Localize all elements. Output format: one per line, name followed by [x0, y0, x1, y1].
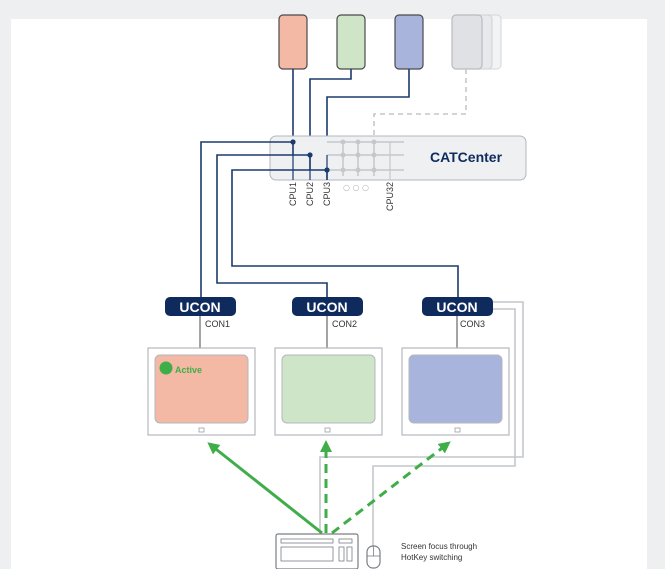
catcenter-switch: CATCenter — [269, 135, 527, 181]
caption-line-1: Screen focus through — [401, 542, 477, 551]
con-label-3: CON3 — [460, 319, 485, 329]
ucon-label-1: UCON — [179, 299, 220, 315]
monitor-3 — [401, 347, 510, 436]
con-label-2: CON2 — [332, 319, 357, 329]
ucon-label-3: UCON — [436, 299, 477, 315]
con-label-1: CON1 — [205, 319, 230, 329]
switch-name: CATCenter — [430, 149, 503, 165]
diagram-panel — [11, 19, 647, 569]
focus-arrow-dashed-diagonal — [331, 441, 451, 535]
peripheral-cables — [319, 301, 524, 546]
computer-tower-2 — [336, 14, 366, 70]
ucon-badge-2: UCON — [292, 297, 363, 316]
ucon-badge-1: UCON — [165, 297, 236, 316]
port-label-cpu32: CPU32 — [385, 182, 395, 211]
computer-cable-dashed — [373, 69, 467, 145]
active-indicator-icon — [159, 361, 173, 375]
mouse-icon — [366, 545, 381, 569]
focus-arrow-solid — [207, 442, 323, 535]
monitor-1: Active — [147, 347, 256, 436]
port-label-cpu2: CPU2 — [305, 182, 315, 206]
port-label-cpu1: CPU1 — [288, 182, 298, 206]
ucon-monitor-connectors — [199, 316, 458, 348]
caption-line-2: HotKey switching — [401, 553, 462, 562]
monitor-status: Active — [175, 365, 202, 375]
switch-matrix-nodes — [340, 139, 377, 173]
crosspoint-nodes — [290, 139, 330, 173]
port-label-cpu3: CPU3 — [322, 182, 332, 206]
ucon-label-2: UCON — [306, 299, 347, 315]
keyboard-icon — [275, 533, 359, 569]
ucon-badge-3: UCON — [422, 297, 493, 316]
computer-tower-1 — [278, 14, 308, 70]
computer-tower-3 — [394, 14, 424, 70]
monitor-2 — [274, 347, 383, 436]
computer-tower-stack — [451, 14, 502, 70]
port-ellipsis: ○ ○ ○ — [343, 183, 369, 192]
